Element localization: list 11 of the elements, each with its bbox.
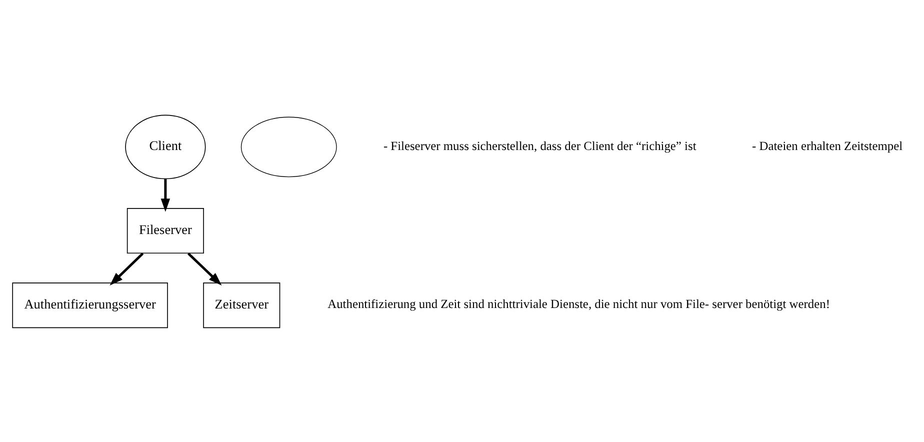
arrow [187, 252, 222, 285]
label: - Dateien erhalten Zeitstempel [752, 138, 903, 152]
arrow [160, 178, 170, 212]
node-box: Authentifizierungsserver [12, 282, 168, 328]
label: - Fileserver muss sicherstellen, dass der Client der “richige” ist [383, 138, 696, 152]
node-box: Zeitserver [203, 282, 280, 328]
arrow [110, 252, 144, 285]
label: Authentifizierung und Zeit sind nichttriviale Dienste, die nicht nur vom File- server benötigt werden! [328, 296, 830, 311]
node-cloud [240, 116, 337, 177]
node-box: Fileserver [126, 207, 204, 254]
node-ellipse: Client [125, 114, 206, 179]
